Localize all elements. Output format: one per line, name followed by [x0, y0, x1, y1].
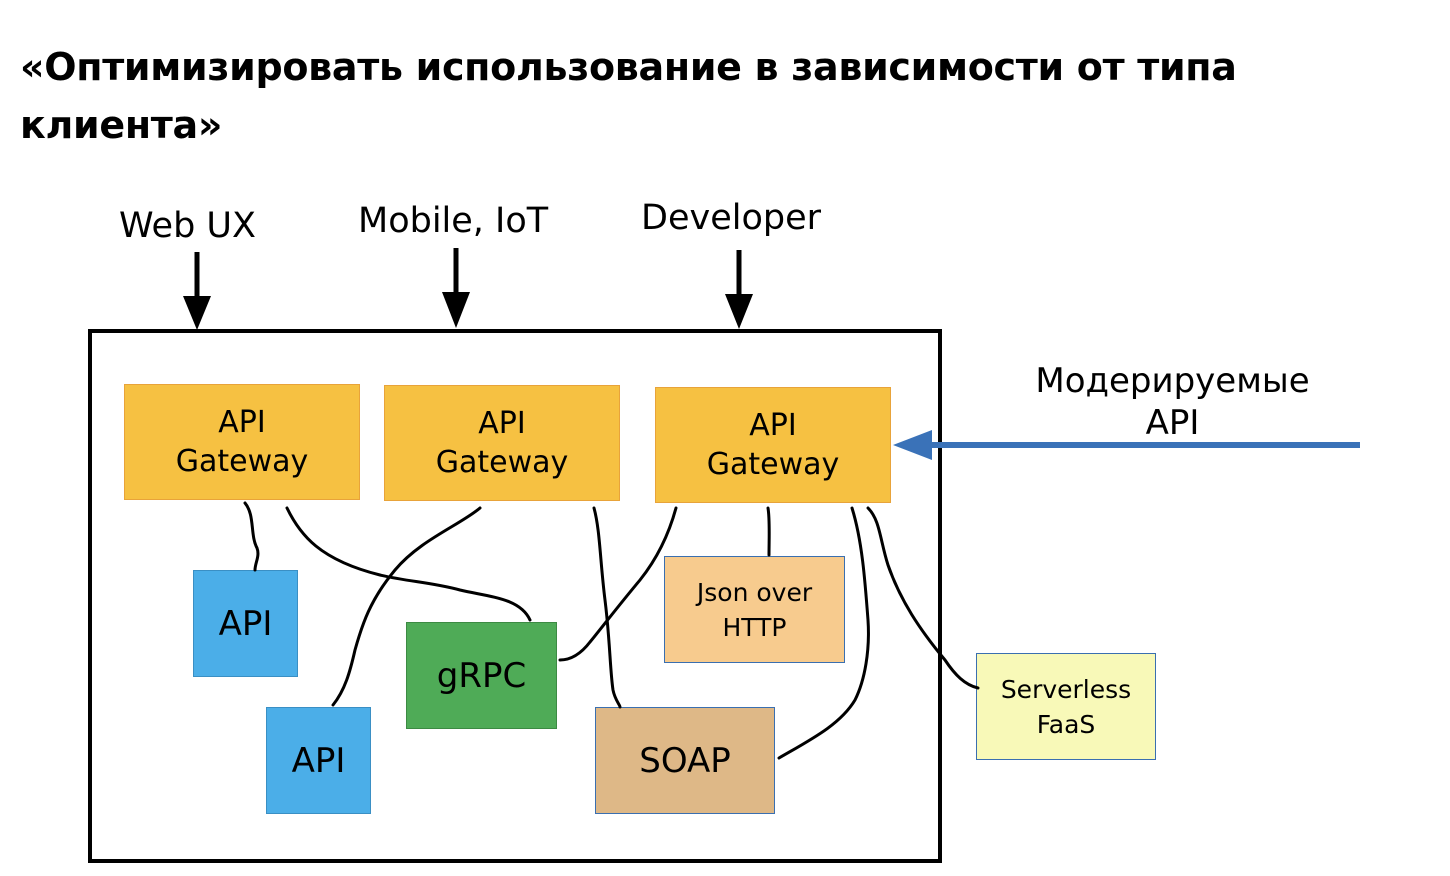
gateway-label-line2: Gateway: [435, 445, 569, 480]
api-gateway-web: API Gateway: [124, 384, 360, 500]
moderated-api-label: Модерируемые API: [1000, 360, 1345, 444]
moderated-label-line1: Модерируемые: [1035, 361, 1310, 401]
slide-title: «Оптимизировать использование в зависимо…: [20, 45, 1237, 147]
api-gateway-developer: API Gateway: [655, 387, 891, 503]
api-service-2: API: [266, 707, 371, 814]
grpc-service: gRPC: [406, 622, 557, 729]
client-arrow-mobile: [442, 248, 470, 328]
client-label-developer: Developer: [641, 198, 822, 238]
json-label-line2: HTTP: [722, 612, 787, 642]
gateway-label-line2: Gateway: [175, 444, 309, 479]
gateway-label-line1: API: [749, 408, 797, 443]
json-over-http-service: Json over HTTP: [664, 556, 845, 663]
api-service-1: API: [193, 570, 298, 677]
api-gateway-mobile: API Gateway: [384, 385, 620, 501]
soap-service: SOAP: [595, 707, 775, 814]
faas-label-line2: FaaS: [1036, 709, 1096, 739]
json-label-line1: Json over: [696, 577, 813, 607]
moderated-label-line2: API: [1145, 403, 1200, 443]
faas-label-line1: Serverless: [1000, 674, 1132, 704]
client-arrow-web: [183, 252, 211, 330]
client-label-mobile-iot: Mobile, IoT: [358, 201, 549, 241]
client-label-web-ux: Web UX: [119, 206, 257, 246]
client-arrow-developer: [725, 250, 753, 329]
gateway-label-line2: Gateway: [706, 447, 840, 482]
serverless-faas-service: Serverless FaaS: [976, 653, 1156, 760]
gateway-label-line1: API: [218, 405, 266, 440]
gateway-label-line1: API: [478, 406, 526, 441]
